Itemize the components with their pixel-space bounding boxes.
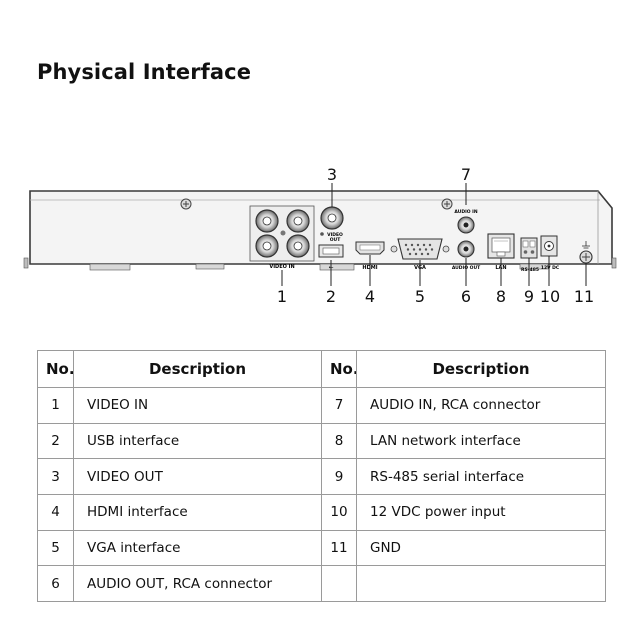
silkscreen-rs485: RS-485 <box>521 267 539 273</box>
silkscreen-video-out-2: OUT <box>330 237 341 243</box>
screw-left <box>180 198 192 210</box>
row-description <box>356 565 606 603</box>
row-description: LAN network interface <box>356 422 606 460</box>
callout-7: 7 <box>461 165 471 184</box>
row-description: AUDIO IN, RCA connector <box>356 387 606 424</box>
row-description: USB interface <box>73 422 322 460</box>
row-description: RS-485 serial interface <box>356 458 606 496</box>
row-number: 2 <box>37 422 74 460</box>
row-number: 10 <box>321 494 357 531</box>
silkscreen-power: 12V DC <box>541 265 560 271</box>
callout-6: 6 <box>461 287 471 306</box>
row-description: HDMI interface <box>73 494 322 531</box>
power-port: 12V DC <box>540 235 560 271</box>
page-title: Physical Interface <box>37 60 252 84</box>
callout-9: 9 <box>524 287 534 306</box>
row-number: 5 <box>37 529 74 567</box>
table-row: 2 USB interface 8 LAN network interface <box>37 422 606 460</box>
silkscreen-audio-in: AUDIO IN <box>454 209 477 215</box>
table-row: 3 VIDEO OUT 9 RS-485 serial interface <box>37 458 606 496</box>
row-number: 7 <box>321 387 357 424</box>
rear-panel-diagram: VIDEO IN VIDEO OUT ⭠ HDMI VGA AUDIO IN <box>23 165 617 306</box>
table-row: 5 VGA interface 11 GND <box>37 529 606 567</box>
screw-right <box>441 198 453 210</box>
callout-5: 5 <box>415 287 425 306</box>
header-no-left: No. <box>37 350 74 388</box>
bnc-connector-2 <box>286 209 310 233</box>
interface-table: No. Description No. Description 1 VIDEO … <box>37 350 606 603</box>
row-description: AUDIO OUT, RCA connector <box>73 565 322 603</box>
bnc-connector-4 <box>286 234 310 258</box>
row-description: GND <box>356 529 606 567</box>
row-number: 4 <box>37 494 74 531</box>
header-description-right: Description <box>356 350 606 388</box>
gnd-port <box>579 241 593 264</box>
bnc-connector-3 <box>255 234 279 258</box>
ground-icon <box>582 241 590 249</box>
callout-10: 10 <box>540 287 560 306</box>
video-in-ports: VIDEO IN <box>249 205 315 270</box>
table-row: 1 VIDEO IN 7 AUDIO IN, RCA connector <box>37 387 606 424</box>
row-description: 12 VDC power input <box>356 494 606 531</box>
silkscreen-video-out-1: VIDEO <box>327 232 343 238</box>
table-row: 4 HDMI interface 10 12 VDC power input <box>37 494 606 531</box>
row-description: VGA interface <box>73 529 322 567</box>
bnc-connector-1 <box>255 209 279 233</box>
callout-8: 8 <box>496 287 506 306</box>
callout-1: 1 <box>277 287 287 306</box>
table-header-row: No. Description No. Description <box>37 350 606 388</box>
row-description: VIDEO IN <box>73 387 322 424</box>
callout-4: 4 <box>365 287 375 306</box>
table-row: 6 AUDIO OUT, RCA connector <box>37 565 606 603</box>
row-number: 8 <box>321 422 357 460</box>
row-number: 9 <box>321 458 357 496</box>
silkscreen-video-in: VIDEO IN <box>269 264 294 270</box>
row-number: 1 <box>37 387 74 424</box>
audio-in-port: AUDIO IN <box>454 209 478 234</box>
callout-11: 11 <box>574 287 594 306</box>
callout-lines <box>281 183 587 286</box>
row-number: 11 <box>321 529 357 567</box>
row-number <box>321 565 357 603</box>
header-no-right: No. <box>321 350 357 388</box>
row-number: 6 <box>37 565 74 603</box>
row-number: 3 <box>37 458 74 496</box>
header-description-left: Description <box>73 350 322 388</box>
rs485-port: RS-485 <box>520 237 539 273</box>
usb-port: ⭠ <box>318 244 344 271</box>
callout-3: 3 <box>327 165 337 184</box>
video-out-port: VIDEO OUT <box>320 206 344 243</box>
callout-2: 2 <box>326 287 336 306</box>
row-description: VIDEO OUT <box>73 458 322 496</box>
